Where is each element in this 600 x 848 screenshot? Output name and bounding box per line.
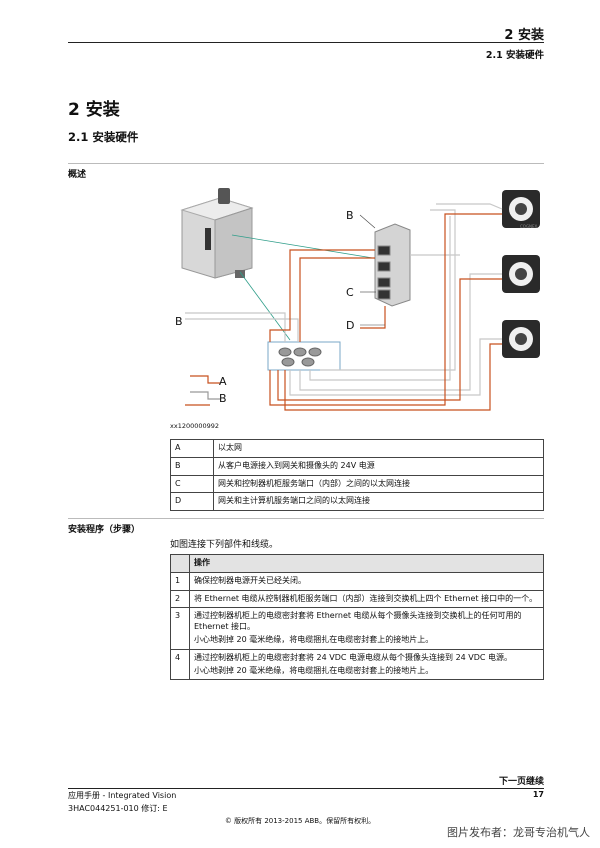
overview-rule (68, 163, 544, 164)
camera-brand-label: COGNEX (520, 224, 538, 229)
diagram-label-c: C (346, 286, 354, 299)
cable-gland-box (267, 341, 341, 371)
diagram-label-b-left: B (175, 315, 183, 328)
legend-key: C (170, 474, 214, 494)
procedure-rule (68, 518, 544, 519)
overview-label: 概述 (68, 170, 87, 180)
legend-key: D (170, 492, 214, 512)
figure-id: xx1200000992 (170, 422, 220, 430)
chapter-heading: 2 安装 (68, 100, 120, 120)
gateway-switch-image (374, 223, 411, 307)
footer-rule (68, 788, 544, 789)
page-number: 17 (532, 790, 544, 799)
hardware-diagram (180, 188, 540, 411)
diagram-legend-a: A (219, 375, 227, 388)
legend-desc: 网关和控制器机柜服务端口（内部）之间的以太网连接 (213, 474, 544, 494)
legend-key: B (170, 456, 214, 476)
column-header: 操作 (189, 554, 544, 573)
manual-title: 应用手册 - Integrated Vision (68, 791, 177, 800)
diagram-legend-b: B (219, 392, 227, 405)
watermark: 图片发布者：龙哥专治机气人 (447, 826, 590, 839)
legend-desc: 以太网 (213, 439, 544, 458)
controller-cabinet-image (180, 188, 254, 279)
procedure-intro: 如图连接下列部件和线缆。 (170, 540, 279, 550)
copyright: © 版权所有 2013-2015 ABB。保留所有权利。 (224, 817, 376, 825)
document-id: 3HAC044251-010 修订: E (68, 804, 168, 813)
power-cables (185, 213, 502, 411)
diagram-label-d: D (346, 319, 355, 332)
table-header-row: 操作 (170, 554, 544, 573)
continued-note: 下一页继续 (498, 777, 544, 787)
running-header-chapter: 2 安装 (504, 28, 544, 43)
camera-bottom-image (502, 320, 540, 358)
legend-key: A (170, 439, 214, 458)
diagram-label-b-top: B (346, 209, 354, 222)
header-rule (68, 42, 544, 43)
legend-desc: 网关和主计算机服务端口之间的以太网连接 (213, 492, 544, 512)
teal-ethernet-line (231, 234, 386, 261)
ethernet-cables (185, 203, 503, 396)
camera-top-image (502, 190, 540, 228)
legend-line-b (190, 391, 220, 400)
legend-line-a (190, 375, 220, 384)
camera-middle-image (502, 255, 540, 293)
procedure-label: 安装程序（步骤） (68, 525, 141, 535)
section-heading: 2.1 安装硬件 (68, 130, 139, 144)
running-header-section: 2.1 安装硬件 (485, 50, 544, 61)
legend-desc: 从客户电源接入到网关和摄像头的 24V 电源 (213, 456, 544, 476)
